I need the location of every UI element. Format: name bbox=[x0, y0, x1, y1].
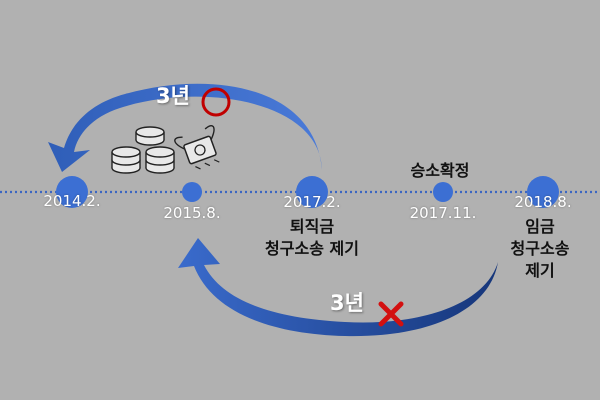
coin-stack-icon bbox=[111, 126, 175, 174]
event-label-severance: 퇴직금 청구소송 제기 bbox=[265, 216, 359, 260]
circle-icon bbox=[201, 87, 231, 117]
date-label-2018-8: 2018.8. bbox=[514, 193, 572, 211]
severance-line1: 퇴직금 bbox=[289, 217, 335, 236]
bottom-arc-arrow bbox=[178, 238, 498, 337]
date-label-2017-2: 2017.2. bbox=[283, 193, 341, 211]
top-arc-arrow bbox=[48, 83, 322, 172]
severance-line2: 청구소송 제기 bbox=[265, 239, 359, 258]
event-label-confirmed: 승소확정 bbox=[410, 161, 470, 180]
top-duration-label: 3년 bbox=[156, 84, 190, 108]
x-icon bbox=[378, 301, 404, 327]
event-label-wage: 임금 청구소송 제기 bbox=[511, 216, 570, 282]
node-2015-8 bbox=[182, 182, 202, 202]
date-label-2017-11: 2017.11. bbox=[409, 204, 477, 222]
timeline-nodes bbox=[56, 176, 559, 208]
wage-line1: 임금 bbox=[525, 217, 555, 236]
node-2017-11 bbox=[433, 182, 453, 202]
date-label-2014-2: 2014.2. bbox=[43, 192, 101, 210]
node-2018-8 bbox=[527, 176, 559, 208]
wage-line2: 청구소송 bbox=[510, 239, 570, 258]
node-2017-2 bbox=[296, 176, 328, 208]
date-label-2015-8: 2015.8. bbox=[163, 204, 221, 222]
wage-line3: 제기 bbox=[525, 261, 555, 280]
flying-money-icon bbox=[174, 125, 220, 170]
bottom-duration-label: 3년 bbox=[330, 291, 364, 315]
node-2014-2 bbox=[56, 176, 88, 208]
